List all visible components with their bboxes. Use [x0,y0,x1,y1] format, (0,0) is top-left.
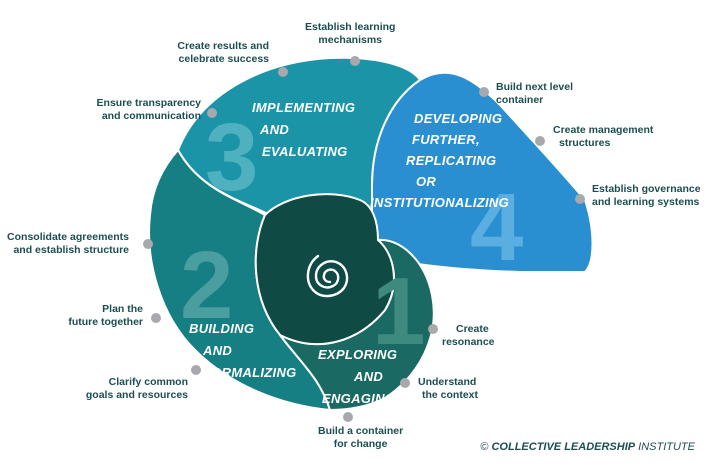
phase-3-title: IMPLEMENTING AND EVALUATING [252,100,356,159]
core-shape [254,193,395,346]
phase-2-number: 2 [180,232,234,339]
step-establish-learning: Establish learning mechanisms [305,21,396,46]
phase-3-number: 3 [205,104,259,211]
phase-4-number: 4 [470,174,524,281]
step-ensure-transparency: Ensure transparency and communication [96,97,201,122]
copyright-notice: © COLLECTIVE LEADERSHIP INSTITUTE [480,441,695,453]
step-consolidate: Consolidate agreements and establish str… [7,231,129,256]
step-create-management: Create management structures [553,124,654,149]
step-build-container: Build a container for change [318,425,404,450]
connector-dot-establish-governance [575,194,585,204]
connector-dot-build-container [343,412,353,422]
connector-dot-establish-learning [350,56,360,66]
connector-dot-consolidate [143,239,153,249]
phase-4-title: DEVELOPING FURTHER, REPLICATING OR INSTI… [370,111,509,210]
connector-dot-understand-context [400,378,410,388]
center-spiral [306,254,349,298]
phase-1-number: 1 [372,258,426,365]
connector-dot-clarify-goals [191,365,201,375]
connector-dot-create-management [535,136,545,146]
step-plan-future: Plan the future together [68,303,143,328]
phase-2-title: BUILDING AND FORMALIZING [189,321,297,380]
connector-dot-build-next-level [479,87,489,97]
phase-1-title: EXPLORING AND ENGAGING [318,347,398,406]
step-clarify-goals: Clarify common goals and resources [85,376,188,401]
step-build-next-level: Build next level container [496,81,574,106]
step-understand-context: Understand the context [418,376,479,401]
connector-dot-create-results [278,67,288,77]
connector-dot-plan-future [151,313,161,323]
step-create-resonance: Create resonance [442,323,495,348]
connector-dot-ensure-transparency [207,108,217,118]
step-establish-governance: Establish governance and learning system… [592,183,701,208]
step-create-results: Create results and celebrate success [177,40,269,65]
connector-dot-create-resonance [428,324,438,334]
